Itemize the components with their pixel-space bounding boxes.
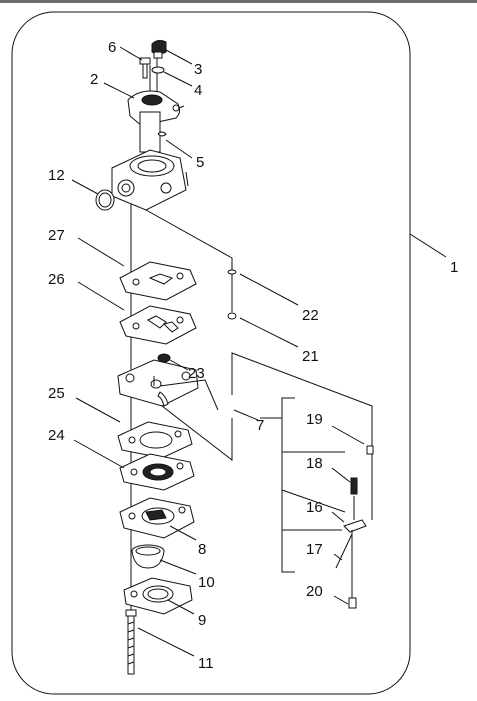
link-line-7 — [161, 405, 233, 462]
label-part-4: 4 — [194, 82, 202, 99]
leader-7 — [233, 409, 259, 421]
metering-body-part-23 — [117, 353, 199, 407]
gasket-part-25 — [117, 421, 193, 459]
link-line-22-21 — [145, 209, 233, 312]
diaphragm-part-26 — [119, 305, 197, 345]
label-part-3: 3 — [194, 61, 202, 78]
label-part-16: 16 — [306, 499, 323, 516]
screw-part-11 — [125, 609, 137, 675]
o-ring-inner — [98, 192, 112, 208]
leader-1 — [409, 233, 447, 258]
leader-17-label — [333, 553, 343, 561]
label-part-21: 21 — [302, 348, 319, 365]
leader-12 — [71, 179, 99, 195]
needle-lever-part-16 — [343, 519, 367, 600]
leader-16 — [281, 489, 346, 513]
label-part-19: 19 — [306, 411, 323, 428]
leader-22 — [239, 273, 299, 306]
leader-23 — [169, 359, 189, 371]
throttle-lever-part-2 — [127, 90, 185, 153]
lever-pin-part-17 — [335, 533, 353, 569]
label-part-1: 1 — [450, 259, 458, 276]
label-part-11: 11 — [198, 655, 214, 672]
knob-part-3 — [151, 39, 167, 59]
leader-2 — [103, 82, 135, 99]
label-part-8: 8 — [198, 541, 206, 558]
label-part-27: 27 — [48, 227, 65, 244]
needle-part-21 — [227, 312, 237, 320]
label-part-25: 25 — [48, 385, 65, 402]
label-part-12: 12 — [48, 167, 65, 184]
leader-27 — [77, 237, 125, 267]
leader-4 — [163, 71, 193, 87]
leader-18-label — [331, 467, 351, 483]
label-part-5: 5 — [196, 154, 204, 171]
label-part-22: 22 — [302, 307, 319, 324]
washer-part-4 — [151, 66, 165, 74]
label-part-18: 18 — [306, 455, 323, 472]
gasket-part-27 — [119, 261, 197, 301]
leader-24 — [73, 439, 125, 469]
label-part-2: 2 — [90, 71, 98, 88]
leader-6 — [119, 46, 143, 61]
leader-20 — [333, 595, 349, 605]
primer-bulb-part-10 — [131, 544, 165, 569]
bracket-7-group — [281, 397, 295, 573]
leader-21 — [239, 317, 299, 348]
label-part-26: 26 — [48, 271, 65, 288]
leader-19 — [331, 425, 365, 445]
pin-part-19 — [366, 445, 374, 520]
label-part-17: 17 — [306, 541, 323, 558]
label-part-20: 20 — [306, 583, 323, 600]
ring-part-22 — [227, 269, 237, 275]
leader-11 — [137, 627, 195, 657]
carburetor-body — [111, 149, 189, 211]
leader-5 — [165, 139, 193, 159]
label-part-23: 23 — [188, 365, 205, 382]
leader-3 — [165, 49, 193, 65]
leader-16-label — [331, 511, 345, 523]
screw-part-6 — [139, 57, 151, 79]
label-part-9: 9 — [198, 612, 206, 629]
leader-26 — [77, 281, 125, 311]
bracket-23 — [159, 379, 219, 411]
diaphragm-part-24 — [119, 453, 195, 491]
leader-10 — [159, 559, 197, 575]
leader-8 — [169, 525, 197, 541]
label-part-7: 7 — [256, 417, 264, 434]
clip-part-5 — [157, 131, 167, 137]
leader-9 — [167, 599, 195, 615]
metering-cover-part-8 — [119, 497, 195, 539]
label-part-6: 6 — [108, 39, 116, 56]
label-part-24: 24 — [48, 427, 65, 444]
leader-25 — [75, 397, 121, 423]
link-line-right — [231, 352, 373, 450]
screw-part-20 — [348, 597, 357, 609]
label-part-10: 10 — [198, 574, 215, 591]
spring-part-18 — [350, 477, 358, 495]
diagram-frame — [11, 11, 411, 695]
top-border-strip — [0, 0, 477, 3]
bulb-retainer-part-9 — [123, 577, 193, 615]
